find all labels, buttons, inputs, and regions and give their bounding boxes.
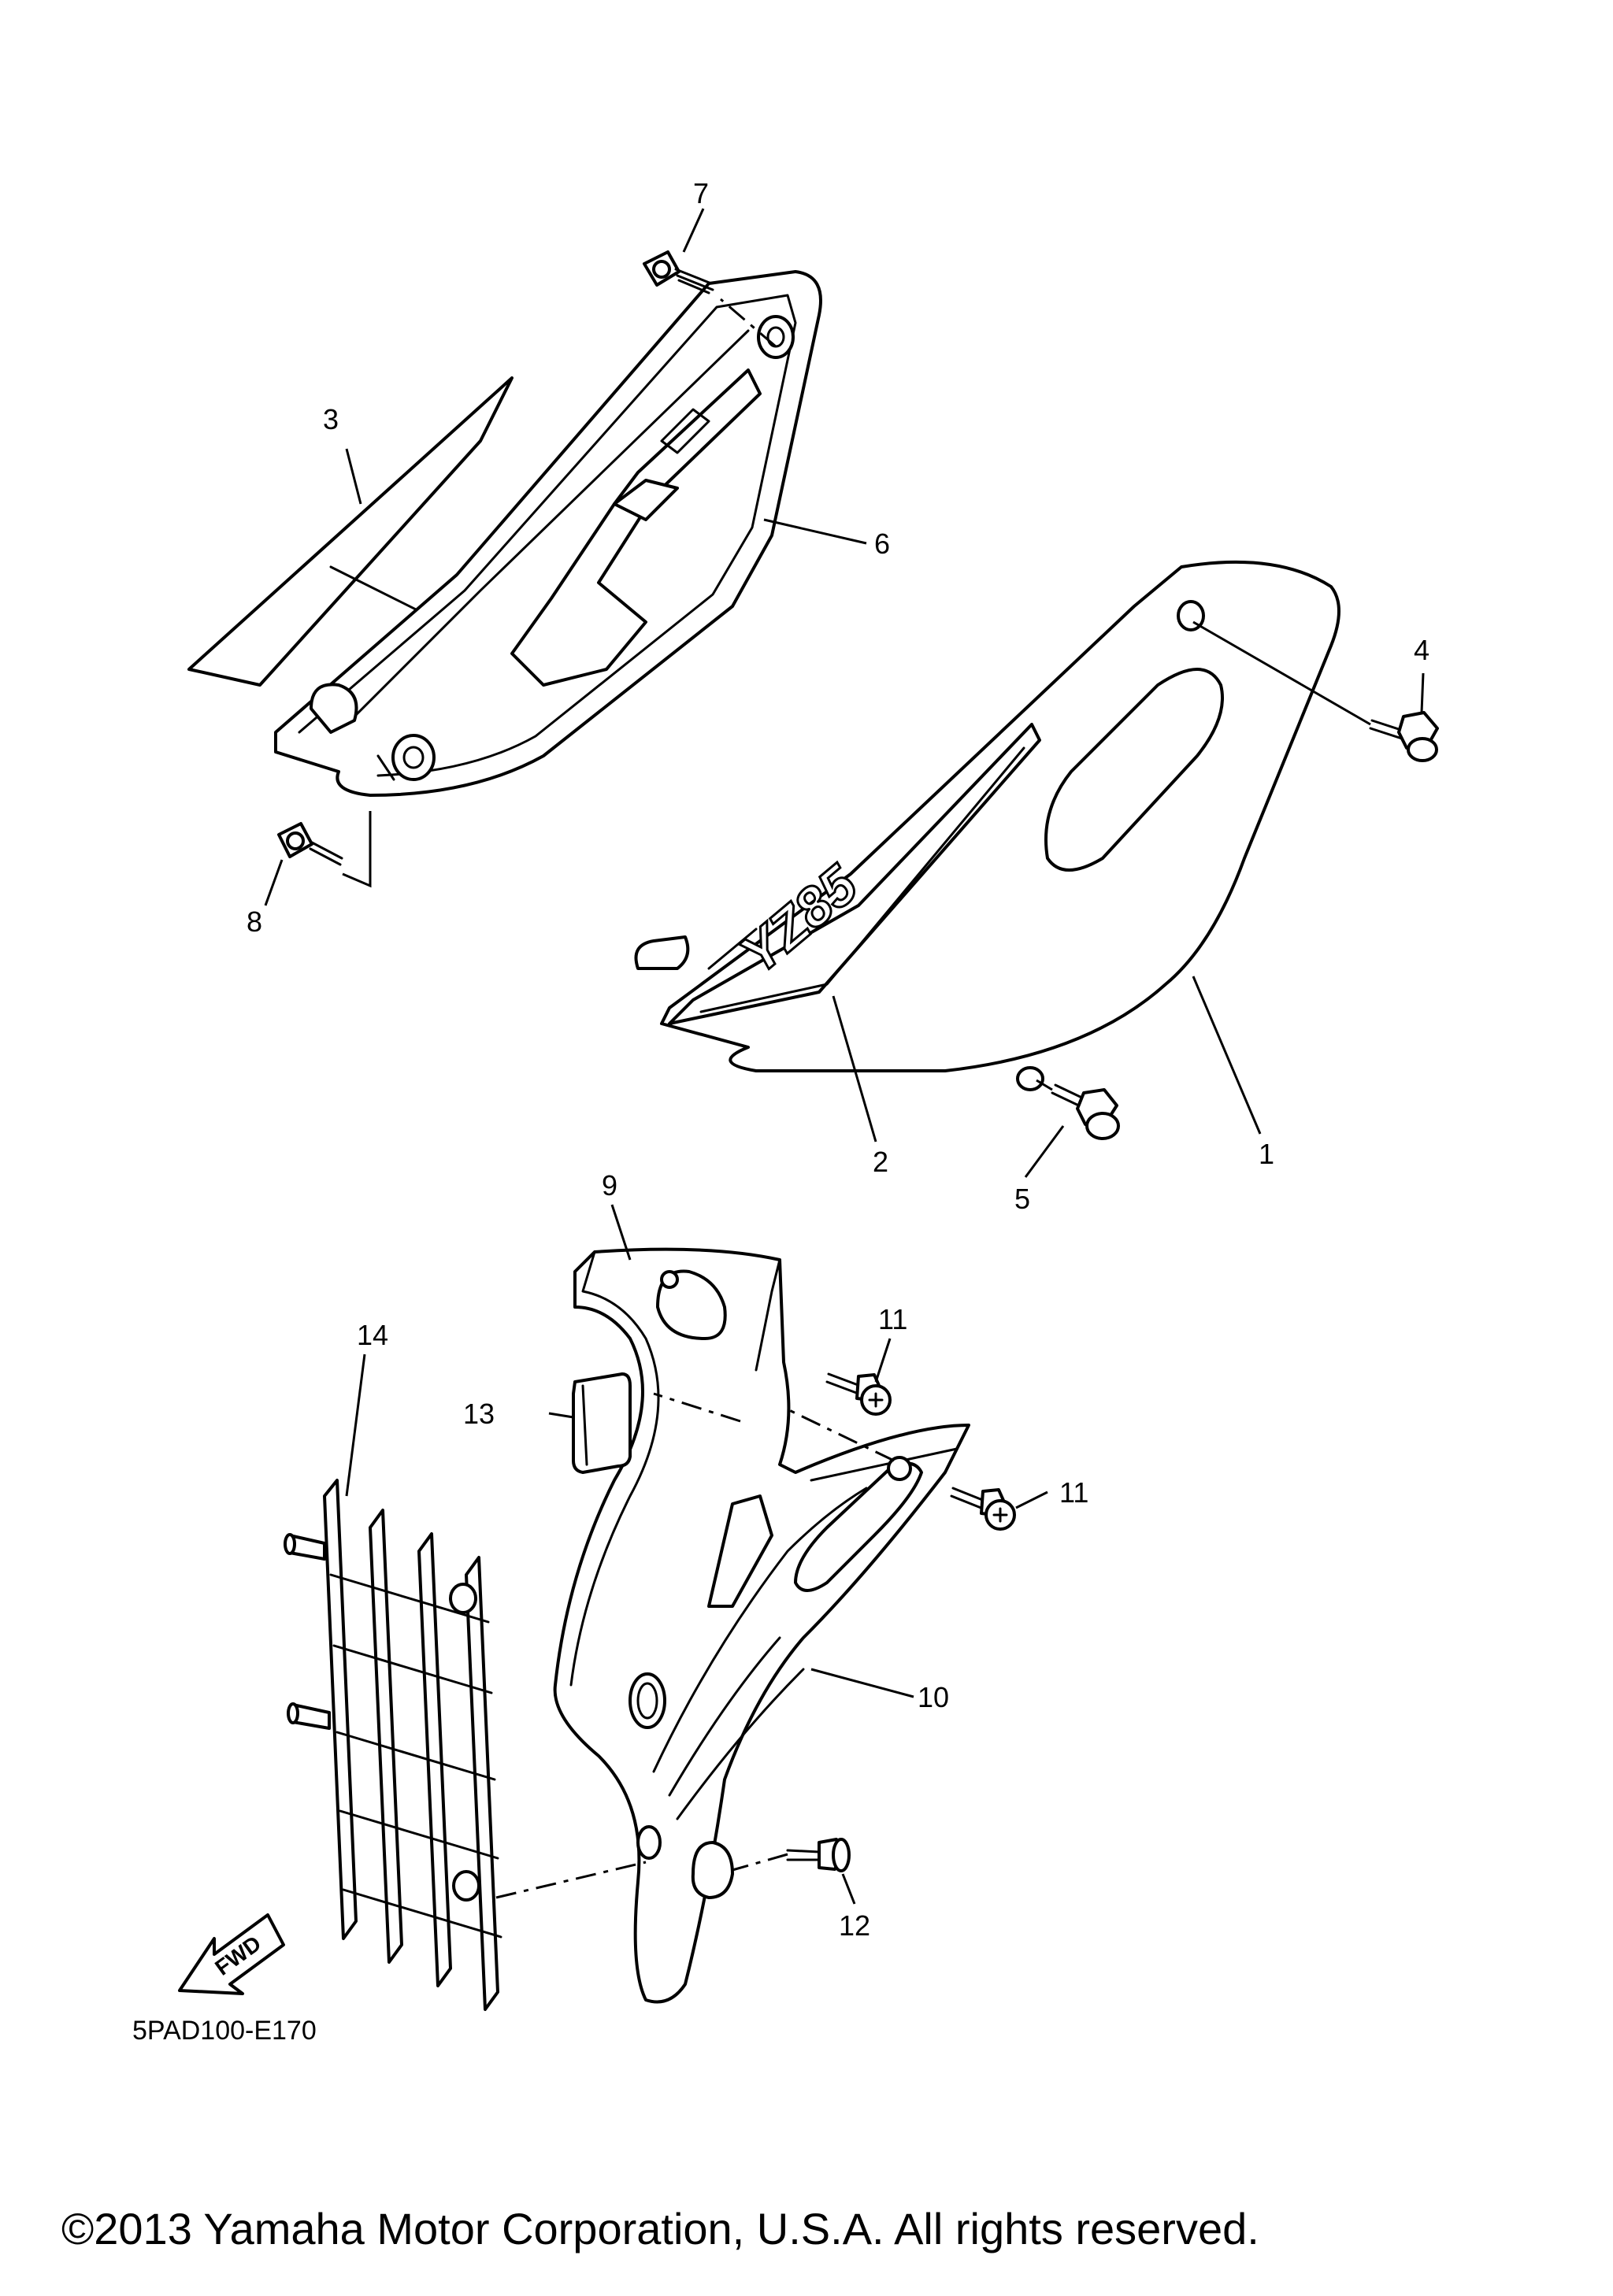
- diagram-code: 5PAD100-E170: [132, 2016, 317, 2046]
- part-1-side-cover: YZ85: [634, 560, 1340, 1091]
- callout-10: 10: [918, 1681, 949, 1713]
- part-14-radiator-guard: [284, 1479, 502, 2011]
- part-12-bolt: [786, 1838, 851, 1872]
- callout-13: 13: [463, 1398, 495, 1430]
- part-11-screw-lower: [950, 1487, 1016, 1531]
- part-4-bolt: [1369, 711, 1439, 762]
- part-11-screw-upper: [825, 1372, 892, 1416]
- callout-5: 5: [1014, 1183, 1030, 1215]
- copyright-notice: ©2013 Yamaha Motor Corporation, U.S.A. A…: [61, 2204, 1259, 2253]
- part-5-bolt: [1051, 1083, 1120, 1140]
- part-13-pad: [572, 1372, 632, 1474]
- callout-11-upper: 11: [878, 1303, 907, 1335]
- callout-7: 7: [693, 177, 709, 209]
- callout-6: 6: [874, 528, 890, 560]
- part-10-radiator-shroud: [553, 1247, 970, 2004]
- callout-9: 9: [602, 1169, 617, 1202]
- callout-14: 14: [357, 1319, 388, 1351]
- callout-4: 4: [1414, 634, 1429, 666]
- callout-1: 1: [1259, 1138, 1274, 1170]
- part-8-bolt: [277, 822, 343, 866]
- fwd-arrow-icon: FWD: [178, 1913, 285, 1995]
- leader-lines: [264, 208, 1425, 1905]
- callout-3: 3: [323, 403, 339, 435]
- part-7-bolt: [643, 250, 714, 294]
- callout-11-lower: 11: [1059, 1476, 1088, 1509]
- callout-12: 12: [839, 1909, 870, 1942]
- part-6-side-cover: [274, 270, 822, 797]
- callout-2: 2: [873, 1146, 888, 1178]
- callout-8: 8: [247, 905, 262, 938]
